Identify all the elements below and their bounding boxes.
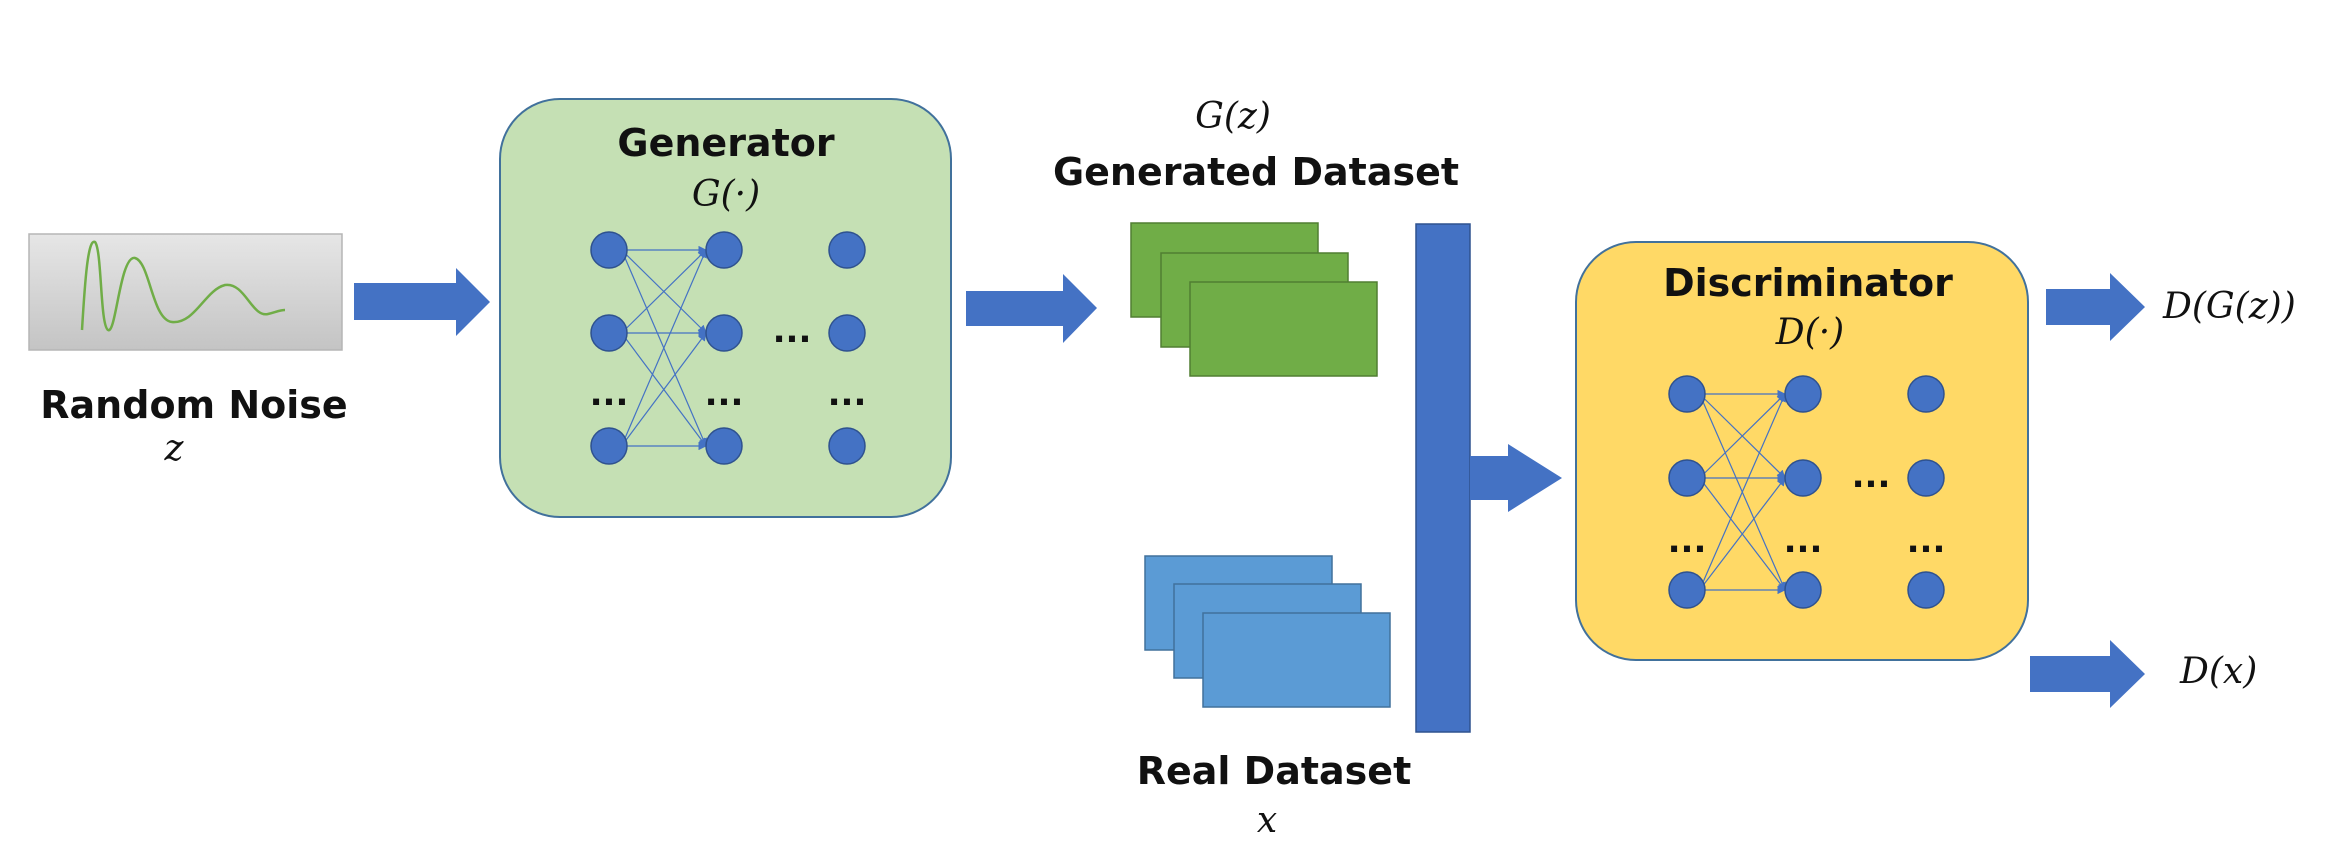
network-node xyxy=(705,427,743,465)
merge-bar xyxy=(1415,223,1471,733)
generated-symbol: G(z) xyxy=(1195,96,1271,137)
noise-panel xyxy=(28,233,343,351)
network-connection xyxy=(621,332,707,447)
network-ellipsis: ... xyxy=(1852,456,1891,496)
real-symbol: x xyxy=(1257,800,1277,841)
network-node xyxy=(1907,571,1945,609)
noise-symbol: z xyxy=(164,428,185,469)
discriminator-network: ............ xyxy=(1668,375,1946,609)
network-connection xyxy=(621,249,707,334)
generator-network: ............ xyxy=(590,231,867,465)
arrow-generator-to-generated xyxy=(966,274,1097,343)
generator-title: Generator xyxy=(617,121,834,165)
network-node xyxy=(1907,375,1945,413)
network-node xyxy=(828,427,866,465)
arrow-merge-to-discriminator xyxy=(1470,444,1562,512)
network-node xyxy=(705,231,743,269)
network-node xyxy=(1784,375,1822,413)
generator-symbol: G(·) xyxy=(692,174,760,215)
discriminator-symbol: D(·) xyxy=(1775,312,1844,353)
real-dataset-stack xyxy=(1144,555,1391,708)
network-node xyxy=(1668,375,1706,413)
output-real-label: D(x) xyxy=(2179,651,2257,692)
real-label: Real Dataset xyxy=(1137,749,1411,793)
arrow-output-fake xyxy=(2046,273,2145,341)
arrow-noise-to-generator xyxy=(354,268,490,336)
network-connection xyxy=(1699,393,1786,591)
generated-label: Generated Dataset xyxy=(1053,150,1459,194)
network-node xyxy=(705,314,743,352)
noise-label: Random Noise xyxy=(40,383,347,427)
discriminator-box xyxy=(1575,241,2029,661)
network-node xyxy=(1668,571,1706,609)
network-node xyxy=(1784,571,1822,609)
generated-dataset-stack xyxy=(1130,222,1378,377)
network-node xyxy=(590,427,628,465)
network-ellipsis: ... xyxy=(1668,521,1707,561)
arrow-output-real xyxy=(2030,640,2145,708)
generated-card xyxy=(1189,281,1378,377)
discriminator-title: Discriminator xyxy=(1663,261,1953,305)
network-connection xyxy=(1699,477,1786,591)
network-connection xyxy=(621,249,707,447)
network-node xyxy=(828,231,866,269)
network-ellipsis: ... xyxy=(705,374,744,414)
output-fake-label: D(G(z)) xyxy=(2162,286,2296,327)
network-ellipsis: ... xyxy=(773,311,812,351)
network-ellipsis: ... xyxy=(1784,521,1823,561)
real-card xyxy=(1202,612,1391,708)
network-node xyxy=(590,231,628,269)
network-ellipsis: ... xyxy=(828,374,867,414)
network-ellipsis: ... xyxy=(590,374,629,414)
network-node xyxy=(1907,459,1945,497)
network-node xyxy=(590,314,628,352)
network-node xyxy=(1668,459,1706,497)
network-node xyxy=(1784,459,1822,497)
noise-wave xyxy=(80,240,286,332)
noise-box xyxy=(28,233,343,351)
network-connection xyxy=(1699,393,1786,479)
network-node xyxy=(828,314,866,352)
generator-box xyxy=(499,98,952,518)
network-ellipsis: ... xyxy=(1907,521,1946,561)
